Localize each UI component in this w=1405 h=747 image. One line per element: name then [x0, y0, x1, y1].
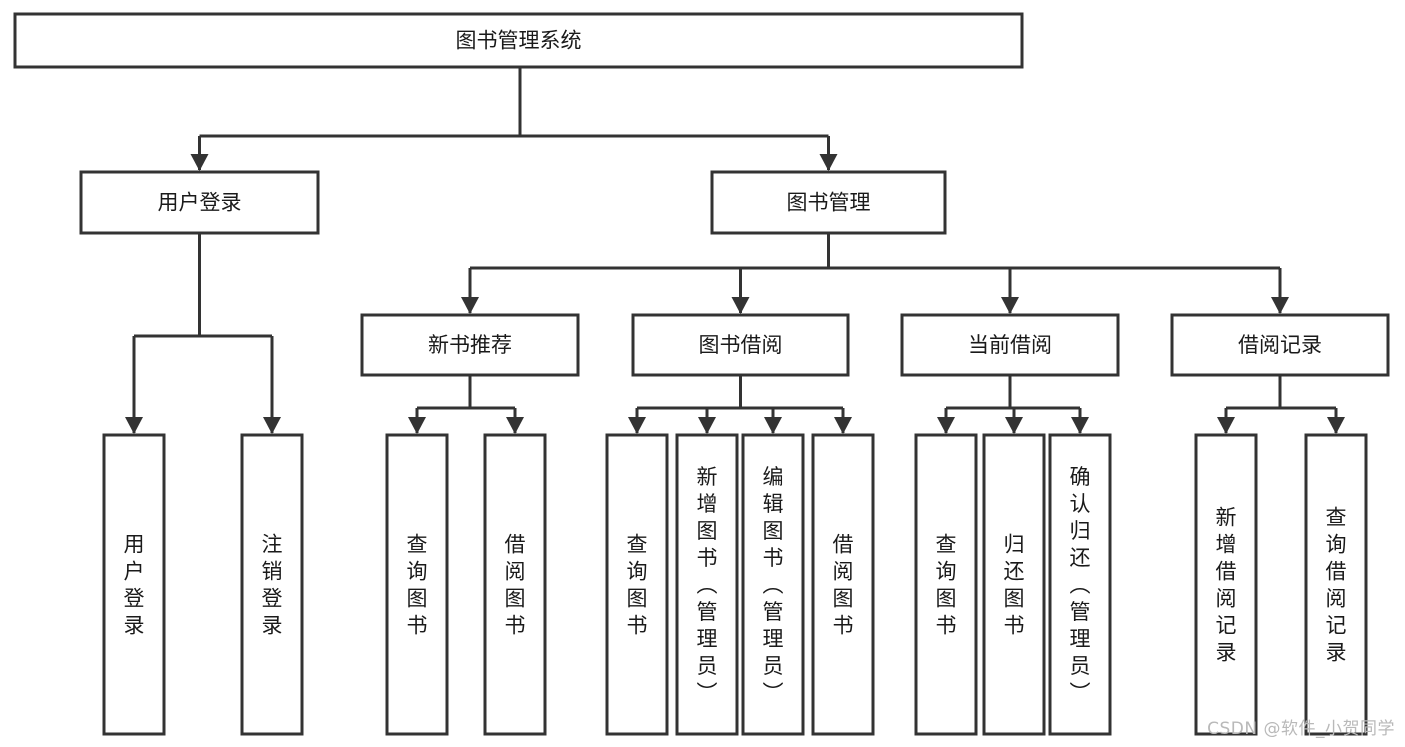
node-label-book-borrow: 图书借阅 [699, 333, 783, 357]
node-label-current-borrow: 当前借阅 [968, 333, 1052, 357]
node-box-leaf-edit-book [741, 433, 805, 736]
node-box-leaf-query-book-recommend [385, 433, 449, 736]
node-label-leaf-add-borrow-record: 新增借阅记录 [1216, 506, 1237, 665]
node-label-borrow-record: 借阅记录 [1238, 333, 1322, 357]
node-box-leaf-confirm-return [1048, 433, 1112, 736]
node-box-book-borrow [631, 313, 850, 377]
node-box-leaf-add-borrow-record [1194, 433, 1258, 736]
node-label-leaf-query-book-borrow: 查询图书 [627, 533, 648, 638]
node-label-leaf-query-book-current: 查询图书 [936, 533, 957, 638]
node-leaf-query-book-recommend[interactable]: 查询图书 [385, 433, 449, 736]
node-leaf-add-book[interactable]: 新增图书︵管理员︶ [675, 433, 739, 736]
node-new-book-recommend[interactable]: 新书推荐 [360, 313, 580, 377]
node-label-leaf-query-book-recommend: 查询图书 [407, 533, 428, 638]
node-leaf-borrow-book[interactable]: 借阅图书 [811, 433, 875, 736]
node-label-leaf-borrow-book: 借阅图书 [833, 533, 854, 638]
node-label-user-login: 用户登录 [158, 191, 242, 215]
node-leaf-query-book-current[interactable]: 查询图书 [914, 433, 978, 736]
node-box-current-borrow [900, 313, 1120, 377]
node-box-user-login [79, 170, 320, 235]
node-root[interactable]: 图书管理系统 [13, 12, 1024, 69]
node-box-leaf-query-book-current [914, 433, 978, 736]
node-label-leaf-logout: 注销登录 [262, 533, 283, 638]
connector-layer [125, 67, 1345, 434]
node-box-new-book-recommend [360, 313, 580, 377]
node-label-leaf-return-book: 归还图书 [1004, 533, 1025, 638]
node-leaf-query-borrow-record[interactable]: 查询借阅记录 [1304, 433, 1368, 736]
node-leaf-edit-book[interactable]: 编辑图书︵管理员︶ [741, 433, 805, 736]
node-leaf-return-book[interactable]: 归还图书 [982, 433, 1046, 736]
node-label-leaf-add-book: 新增图书︵管理员︶ [697, 465, 718, 705]
node-box-borrow-record [1170, 313, 1390, 377]
node-current-borrow[interactable]: 当前借阅 [900, 313, 1120, 377]
node-layer: 图书管理系统用户登录图书管理新书推荐图书借阅当前借阅借阅记录用户登录注销登录查询… [13, 12, 1390, 736]
node-borrow-record[interactable]: 借阅记录 [1170, 313, 1390, 377]
node-box-leaf-query-borrow-record [1304, 433, 1368, 736]
node-label-leaf-confirm-return: 确认归还︵管理员︶ [1070, 465, 1091, 705]
node-box-leaf-logout [240, 433, 304, 736]
node-label-new-book-recommend: 新书推荐 [428, 333, 512, 357]
node-label-root: 图书管理系统 [456, 29, 582, 53]
node-leaf-add-borrow-record[interactable]: 新增借阅记录 [1194, 433, 1258, 736]
node-leaf-confirm-return[interactable]: 确认归还︵管理员︶ [1048, 433, 1112, 736]
node-label-leaf-edit-book: 编辑图书︵管理员︶ [763, 465, 784, 705]
node-leaf-borrow-book-recommend[interactable]: 借阅图书 [483, 433, 547, 736]
node-box-book-management [710, 170, 947, 235]
node-box-root [13, 12, 1024, 69]
node-box-leaf-return-book [982, 433, 1046, 736]
node-leaf-query-book-borrow[interactable]: 查询图书 [605, 433, 669, 736]
node-box-leaf-query-book-borrow [605, 433, 669, 736]
node-book-management[interactable]: 图书管理 [710, 170, 947, 235]
node-user-login[interactable]: 用户登录 [79, 170, 320, 235]
node-label-leaf-user-login: 用户登录 [124, 533, 145, 638]
node-box-leaf-borrow-book [811, 433, 875, 736]
node-box-leaf-user-login [102, 433, 166, 736]
node-book-borrow[interactable]: 图书借阅 [631, 313, 850, 377]
node-label-book-management: 图书管理 [787, 191, 871, 215]
node-label-leaf-query-borrow-record: 查询借阅记录 [1326, 506, 1347, 665]
node-label-leaf-borrow-book-recommend: 借阅图书 [505, 533, 526, 638]
node-leaf-logout[interactable]: 注销登录 [240, 433, 304, 736]
node-box-leaf-borrow-book-recommend [483, 433, 547, 736]
node-box-leaf-add-book [675, 433, 739, 736]
node-leaf-user-login[interactable]: 用户登录 [102, 433, 166, 736]
